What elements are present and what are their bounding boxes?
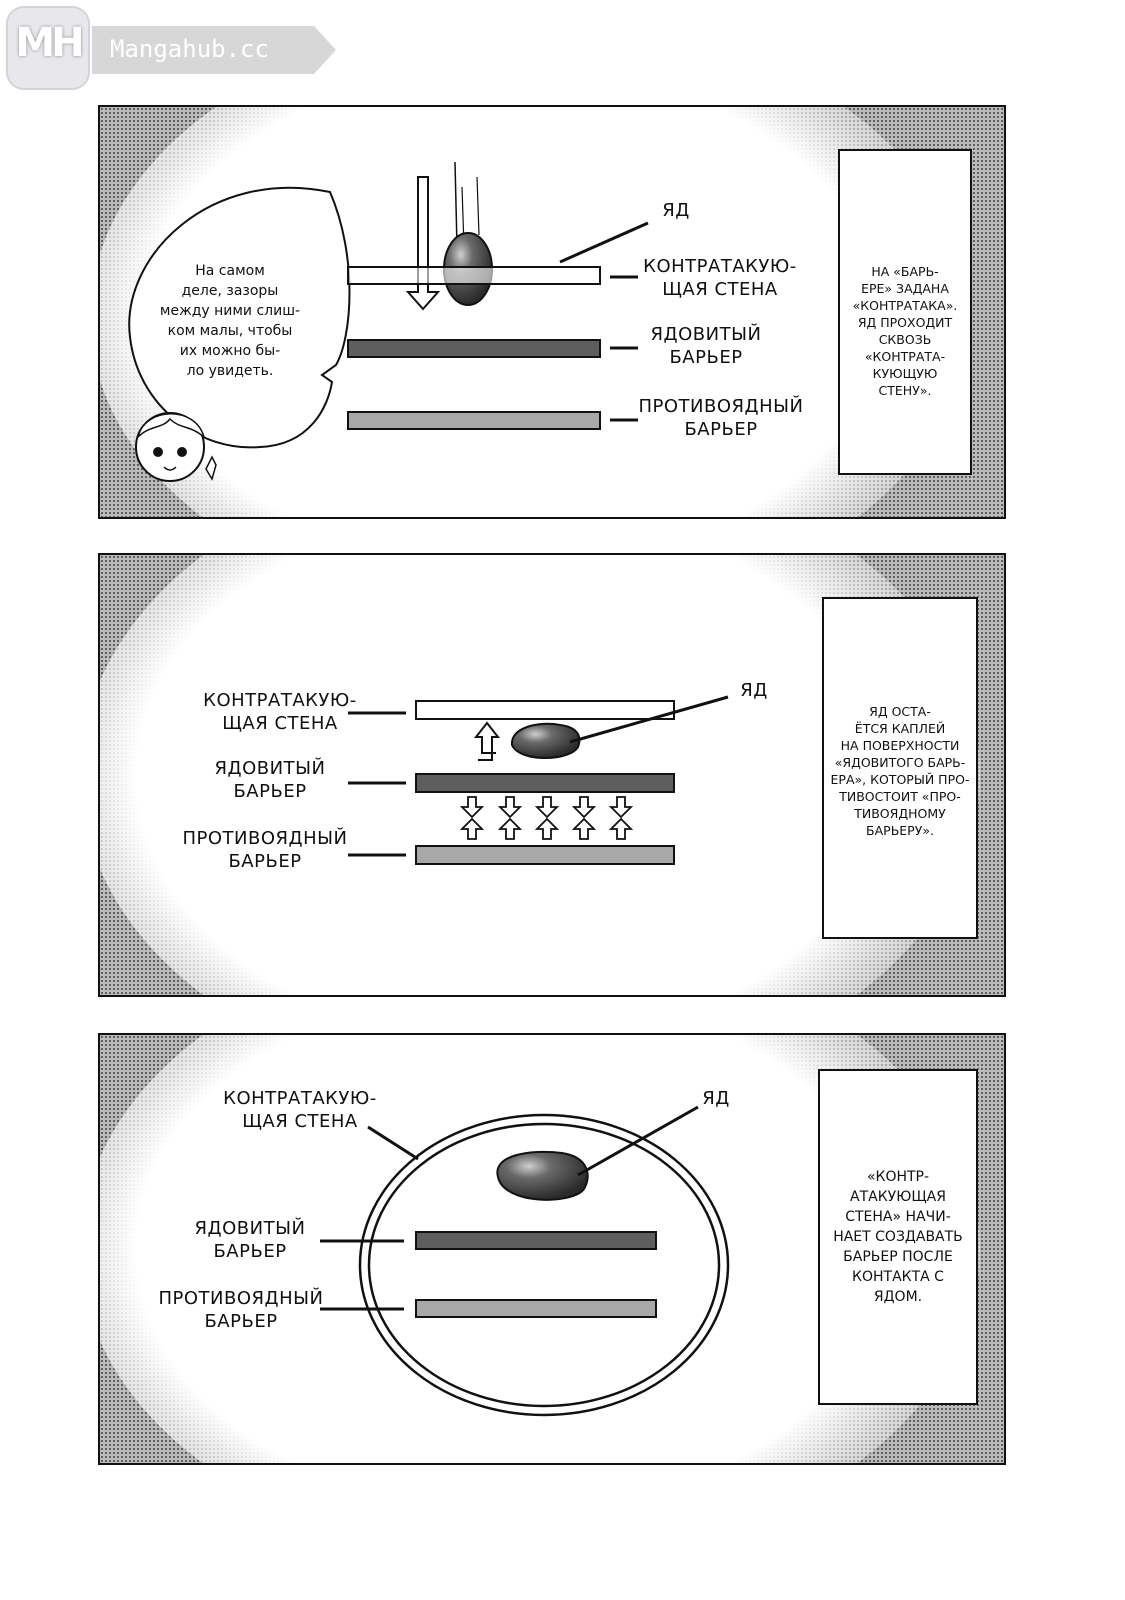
label-poison-barrier: ЯДОВИТЫЙ БАРЬЕР [214, 758, 326, 802]
panel-1: ЯД КОНТРАТАКУЮ- ЩАЯ СТЕНА ЯДОВИТЫЙ БАРЬЕ… [98, 105, 1006, 519]
site-name: Mangahub.cc [110, 35, 269, 63]
label-poison: ЯД [662, 200, 690, 221]
label-antidote-barrier: ПРОТИВОЯДНЫЙ БАРЬЕР [638, 396, 804, 440]
up-arrow-icon [473, 721, 501, 761]
poison-drop [496, 1150, 589, 1201]
caption-box-3: «КОНТР- АТАКУЮЩАЯ СТЕНА» НАЧИ- НАЕТ СОЗД… [818, 1069, 978, 1405]
site-tag: Mangahub.cc [92, 26, 336, 74]
label-counter-wall: КОНТРАТАКУЮ- ЩАЯ СТЕНА [203, 690, 357, 734]
panel-1-art [100, 107, 970, 517]
counter-wall-bar [415, 700, 675, 720]
antidote-barrier-bar [415, 1299, 657, 1318]
pressure-arrow-icon [608, 796, 634, 840]
label-antidote-barrier: ПРОТИВОЯДНЫЙ БАРЬЕР [182, 828, 348, 872]
panel-3-art [100, 1035, 980, 1463]
panel-2-art [100, 555, 980, 995]
caption-text-1: НА «БАРЬ- ЕРЕ» ЗАДАНА «КОНТРАТАКА». ЯД П… [852, 264, 958, 398]
label-poison-barrier: ЯДОВИТЫЙ БАРЬЕР [650, 324, 762, 368]
caption-box-1: НА «БАРЬ- ЕРЕ» ЗАДАНА «КОНТРАТАКА». ЯД П… [838, 149, 972, 475]
poison-barrier-bar [415, 1231, 657, 1250]
panel-3: ЯД КОНТРАТАКУЮ- ЩАЯ СТЕНА ЯДОВИТЫЙ БАРЬЕ… [98, 1033, 1006, 1465]
counter-wall-bar [347, 266, 601, 285]
label-antidote-barrier: ПРОТИВОЯДНЫЙ БАРЬЕР [158, 1288, 324, 1332]
speech-bubble [128, 186, 351, 449]
site-logo: MH [6, 6, 90, 90]
poison-barrier-bar [415, 773, 675, 793]
pressure-arrow-icon [497, 796, 523, 840]
caption-text-2: ЯД ОСТА- ЁТСЯ КАПЛЕЙ НА ПОВЕРХНОСТИ «ЯДО… [830, 704, 970, 838]
site-logo-text: MH [15, 20, 84, 66]
panel-2: ЯД КОНТРАТАКУЮ- ЩАЯ СТЕНА ЯДОВИТЫЙ БАРЬЕ… [98, 553, 1006, 997]
watermark: MH Mangahub.cc [6, 6, 336, 90]
pressure-arrow-icon [534, 796, 560, 840]
caption-text-3: «КОНТР- АТАКУЮЩАЯ СТЕНА» НАЧИ- НАЕТ СОЗД… [833, 1169, 963, 1305]
poison-barrier-bar [347, 339, 601, 358]
down-arrow-icon [405, 176, 441, 311]
antidote-barrier-bar [415, 845, 675, 865]
antidote-barrier-bar [347, 411, 601, 430]
label-counter-wall: КОНТРАТАКУЮ- ЩАЯ СТЕНА [223, 1088, 377, 1132]
pressure-arrow-icon [571, 796, 597, 840]
label-poison: ЯД [702, 1088, 730, 1109]
label-poison: ЯД [740, 680, 768, 701]
caption-box-2: ЯД ОСТА- ЁТСЯ КАПЛЕЙ НА ПОВЕРХНОСТИ «ЯДО… [822, 597, 978, 939]
label-counter-wall: КОНТРАТАКУЮ- ЩАЯ СТЕНА [643, 256, 797, 300]
label-poison-barrier: ЯДОВИТЫЙ БАРЬЕР [194, 1218, 306, 1262]
poison-drop [510, 722, 581, 759]
counter-wall-ellipse [358, 1113, 730, 1417]
chibi-character-icon [135, 412, 217, 482]
pressure-arrows [459, 796, 634, 840]
pressure-arrow-icon [459, 796, 485, 840]
speech-text: На самом деле, зазоры между ними слиш- к… [159, 263, 301, 379]
